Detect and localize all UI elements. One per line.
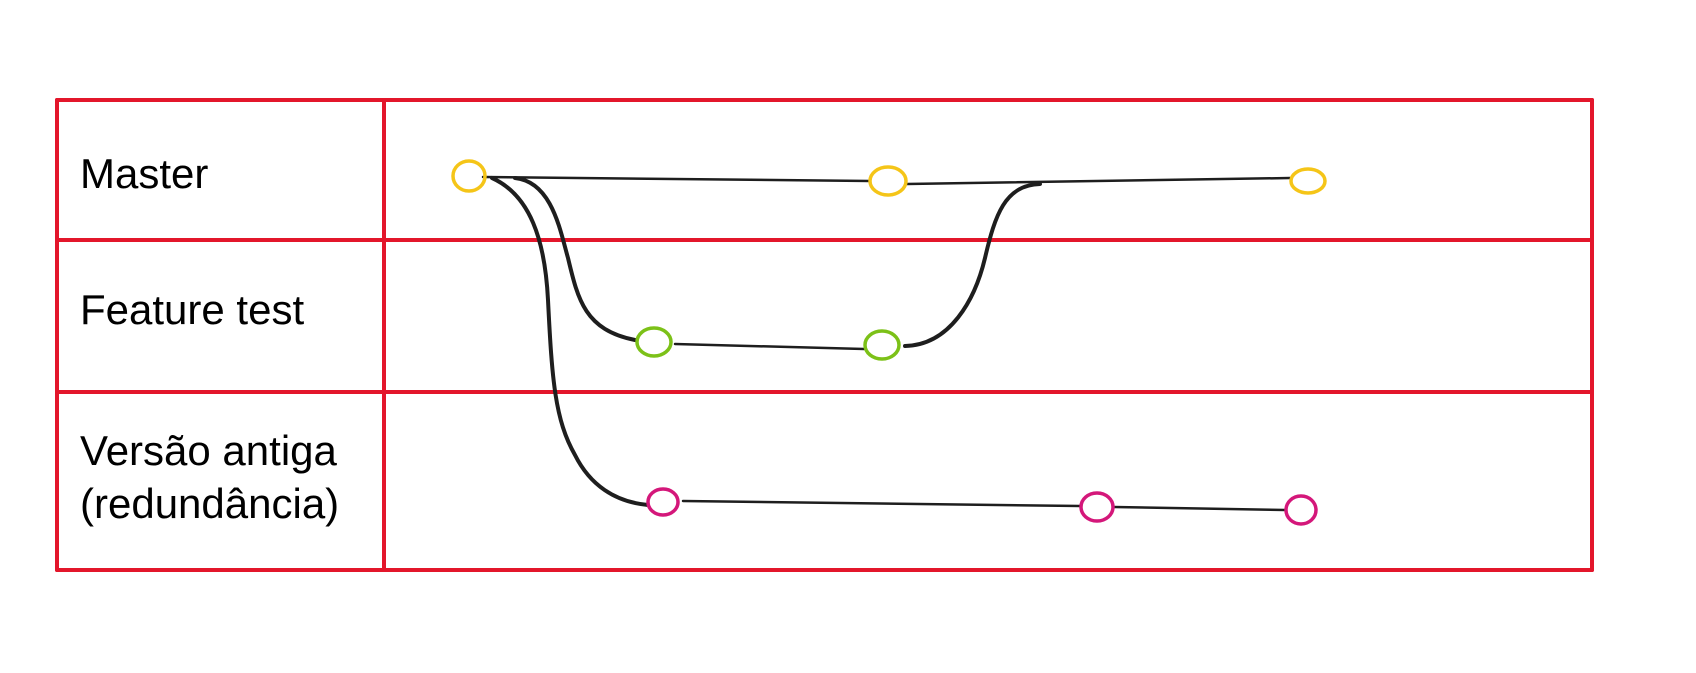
versao-antiga-commit-1 [646,487,680,517]
master-line-1 [481,175,872,183]
lane-label-versao-antiga-line2: (redundância) [80,480,339,527]
branch-lines [481,175,1292,512]
feature-test-commits [635,326,901,361]
master-commit-3 [1289,167,1327,195]
master-commits [451,159,1327,197]
feature-test-commit-1 [635,326,673,358]
lane-label-versao-antiga-line1: Versão antiga [80,427,338,474]
lane-label-master: Master [80,150,208,197]
master-commit-1 [451,159,487,193]
versao-antiga-commits [646,487,1318,526]
feature-test-commit-2 [863,329,901,361]
master-line-2 [905,176,1292,186]
master-commit-2 [868,165,908,197]
versao-antiga-line-1 [681,499,1082,508]
lane-label-feature-test: Feature test [80,286,304,333]
versao-antiga-commit-2 [1079,491,1115,523]
branch-out-versao-antiga [490,176,650,507]
merge-feature-test-into-master [903,182,1042,348]
versao-antiga-line-2 [1112,505,1287,512]
branch-out-feature-test [513,176,637,342]
versao-antiga-commit-3 [1284,494,1318,526]
lane-table [55,98,1594,572]
feature-test-line [673,342,866,351]
